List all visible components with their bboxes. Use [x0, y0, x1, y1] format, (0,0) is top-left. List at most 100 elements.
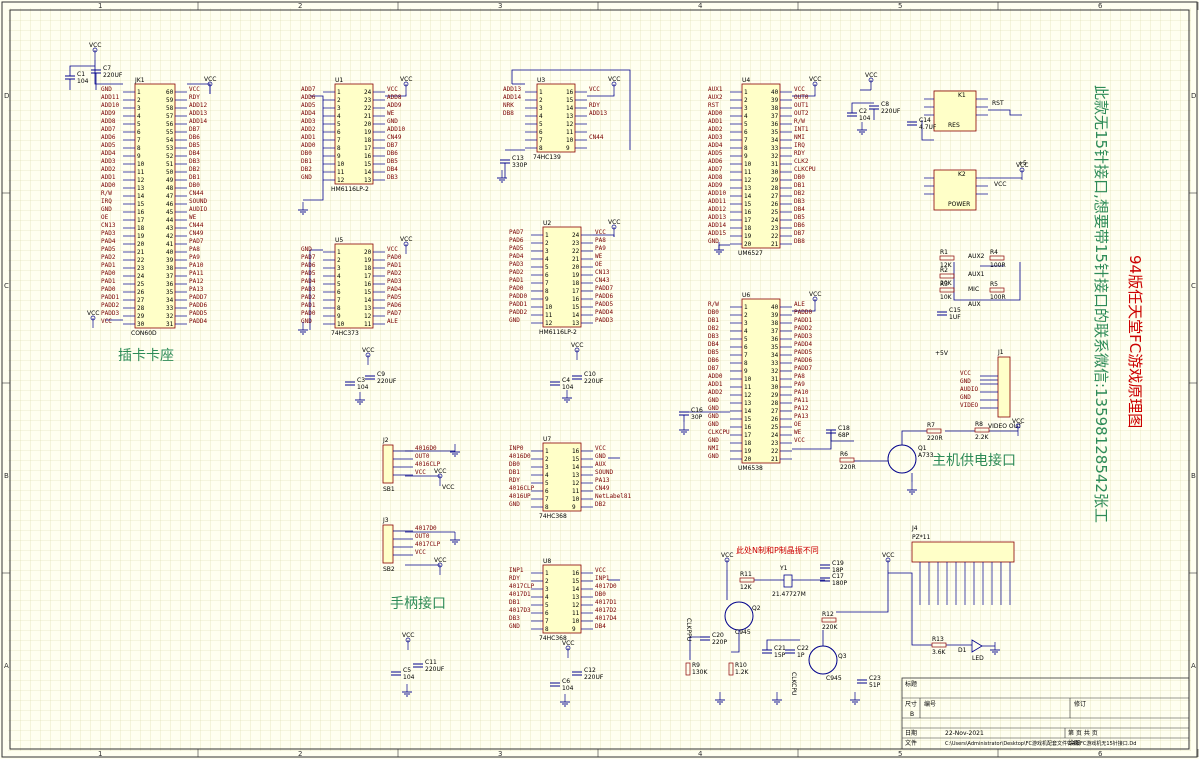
u8-buffer-pin-label: RDY [509, 575, 520, 582]
u2-sram-pin-label: CN43 [595, 277, 610, 284]
u6-ppu-pin-label: PADD2 [794, 325, 812, 332]
u2-sram-pin-num: 7 [545, 280, 549, 287]
cap-c12-ref: C12 [584, 667, 596, 674]
u2-sram-pin-label: PAD7 [509, 229, 524, 236]
jk1-connector-pin-num: 23 [137, 265, 145, 272]
jk1-connector-pin-num: 31 [166, 321, 174, 328]
u2-sram-pin-label: PADD5 [595, 301, 613, 308]
u1-sram-pin-label: VCC [387, 86, 398, 93]
jk1-connector-pin-num: 43 [166, 225, 174, 232]
vcc-label: VCC [402, 632, 414, 639]
cap-c13-ref: C13 [512, 155, 524, 162]
u4-cpu-pin-num: 13 [744, 185, 752, 192]
u4-cpu-pin-label: ADD5 [708, 150, 723, 157]
u4-cpu-pin-label: DB7 [794, 230, 805, 237]
u4-cpu-ref: U4 [742, 77, 750, 84]
u8-buffer-pin-label: DB4 [595, 623, 606, 630]
u8-buffer-pin-num: 11 [572, 610, 580, 617]
u2-sram-pin-label: VCC [595, 229, 606, 236]
mic-net: MIC [968, 286, 979, 293]
u2-sram-pin-label: PADD0 [509, 293, 527, 300]
u2-sram-pin-label: PADD7 [595, 285, 613, 292]
q3-value: C945 [826, 675, 842, 682]
u4-cpu-pin-label: ADD15 [708, 230, 726, 237]
u6-ppu-ref: U6 [742, 292, 750, 299]
u4-cpu-pin-num: 32 [771, 153, 779, 160]
u4-cpu-pin-label: ADD6 [708, 158, 723, 165]
u4-cpu-pin-label: R/W [794, 118, 805, 125]
cap-c1-ref: C1 [77, 71, 85, 78]
u4-cpu-pin-label: OUT0 [794, 94, 809, 101]
u2-sram-pin-num: 5 [545, 264, 549, 271]
u6-ppu-pin-label: DB2 [708, 325, 719, 332]
u7-buffer-pin-label: 4016D0 [509, 453, 531, 460]
u7-buffer-pin-label: PA13 [595, 477, 610, 484]
res-r12-value: 220K [822, 624, 838, 631]
jk1-connector-pin-label: DB6 [189, 134, 200, 141]
res-r7-value: 220R [927, 435, 943, 442]
jk1-connector-pin-num: 1 [137, 89, 141, 96]
u6-ppu-pin-label: PA13 [794, 413, 809, 420]
jk1-connector-pin-num: 18 [137, 225, 145, 232]
jk1-connector-pin-label: ADD0 [101, 182, 116, 189]
u2-sram-pin-label: PADD6 [595, 293, 613, 300]
u8-buffer-pin-label: INP1 [595, 575, 610, 582]
vcc-label: VCC [204, 76, 216, 83]
jk1-connector-pin-label: PADD1 [101, 294, 119, 301]
u4-cpu-pin-label: INT1 [794, 126, 809, 133]
u2-sram-pin-num: 10 [545, 304, 553, 311]
u8-buffer-pin-label: 4017CLP [509, 583, 535, 590]
jk1-connector-pin-num: 58 [166, 105, 174, 112]
u2-sram-pin-num: 17 [572, 288, 580, 295]
j1-pin-label: VCC [960, 370, 971, 377]
jk1-connector-pin-num: 13 [137, 185, 145, 192]
vcc-label: VCC [434, 468, 446, 475]
u2-sram-ref: U2 [543, 220, 551, 227]
res-r11-value: 12K [740, 584, 753, 591]
cap-c19-ref: C19 [832, 560, 844, 567]
u4-cpu-pin-num: 17 [744, 217, 752, 224]
u2-sram-pin-label: PADD2 [509, 309, 527, 316]
u4-cpu-pin-num: 1 [744, 89, 748, 96]
border-row-right: B [1191, 472, 1196, 480]
border-row-right: D [1191, 92, 1196, 100]
u4-cpu-pin-label: DB2 [794, 190, 805, 197]
jk1-connector-pin-label: PADD2 [101, 302, 119, 309]
u4-cpu-pin-label: ADD3 [708, 134, 723, 141]
u3-decoder-pin-num: 12 [566, 121, 574, 128]
u6-ppu-pin-num: 20 [744, 456, 752, 463]
jk1-connector-pin-num: 6 [137, 129, 141, 136]
cap-c4-ref: C4 [562, 377, 570, 384]
cap-c20-value: 220P [712, 639, 727, 646]
u4-cpu-pin-num: 31 [771, 161, 779, 168]
cap-c17-value: 180P [832, 580, 847, 587]
cap-c14-ref: C14 [919, 117, 931, 124]
j3-controller-2-ref: J3 [382, 517, 389, 524]
u4-cpu-pin-label: ADD9 [708, 182, 723, 189]
u4-cpu-pin-num: 25 [771, 209, 779, 216]
cap-c1-value: 104 [77, 78, 89, 85]
u6-ppu-pin-label: GND [708, 397, 719, 404]
vcc-label: VCC [400, 236, 412, 243]
u1-sram-pin-label: DB1 [301, 158, 312, 165]
u3-decoder-pin-num: 16 [566, 89, 574, 96]
u7-buffer-pin-num: 14 [572, 464, 580, 471]
plus5v-net: +5V [935, 350, 949, 357]
u6-ppu-pin-label: R/W [708, 301, 719, 308]
u1-sram-pin-num: 15 [364, 161, 372, 168]
jk1-connector-pin-label: SOUND [189, 198, 207, 205]
u6-ppu-pin-num: 5 [744, 336, 748, 343]
plus5-net: +5 [1018, 160, 1027, 167]
u8-buffer-pin-num: 4 [545, 594, 549, 601]
u6-ppu-pin-num: 36 [771, 336, 779, 343]
u2-sram-pin-num: 1 [545, 232, 549, 239]
jk1-connector-pin-num: 29 [137, 313, 145, 320]
u5-latch: 1GND2PAD73PAD64PAD55PAD46PAD37PAD28PAD19… [301, 237, 402, 337]
drawn-label: 绘图 [1068, 739, 1080, 747]
vcc-label: VCC [882, 552, 894, 559]
cap-c3-ref: C3 [357, 377, 365, 384]
transistor-q3 [808, 645, 838, 675]
u2-sram-pin-num: 12 [545, 320, 553, 327]
res-r6-value: 220R [840, 464, 856, 471]
jk1-connector-pin-num: 48 [166, 185, 174, 192]
